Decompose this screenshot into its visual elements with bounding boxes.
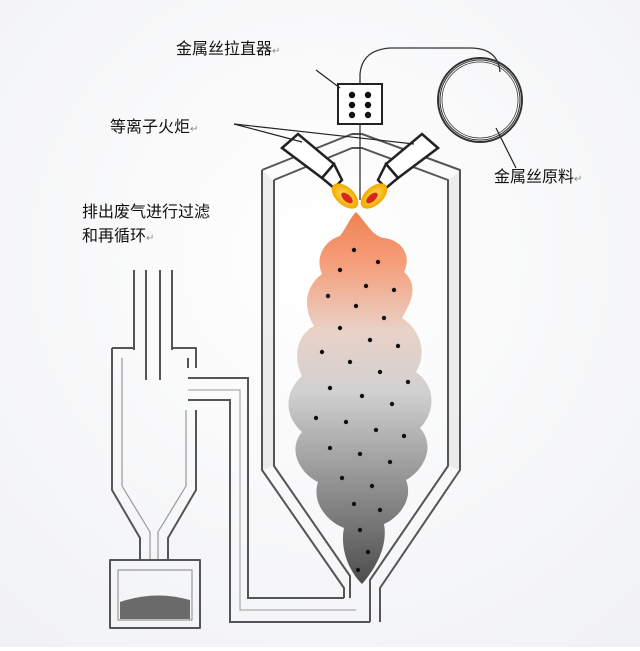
chamber-wall-fill bbox=[263, 171, 459, 470]
label-plasma-torch-text: 等离子火炬 bbox=[110, 117, 191, 136]
plasma-torch-right bbox=[376, 132, 440, 190]
label-wire-feedstock: 金属丝原料↵ bbox=[494, 165, 582, 192]
label-plasma-torch: 等离子火炬↵ bbox=[110, 115, 198, 142]
plasma-jets bbox=[331, 183, 388, 209]
plasma-torch-left bbox=[280, 132, 344, 190]
spray-plume bbox=[288, 212, 432, 584]
return-mark: ↵ bbox=[574, 174, 583, 185]
wire-straightener bbox=[337, 83, 383, 125]
return-mark: ↵ bbox=[272, 46, 281, 57]
transfer-duct bbox=[188, 377, 370, 623]
label-exhaust: 排出废气进行过滤 和再循环↵ bbox=[82, 200, 210, 251]
wire-feedstock-coil bbox=[437, 57, 523, 143]
leader-lines bbox=[233, 69, 517, 169]
collected-powder bbox=[120, 595, 190, 619]
return-mark: ↵ bbox=[190, 124, 199, 135]
metal-particles bbox=[313, 247, 411, 573]
label-exhaust-line2: 和再循环 bbox=[82, 226, 147, 245]
return-mark: ↵ bbox=[146, 233, 155, 244]
atomization-chamber bbox=[261, 133, 461, 622]
label-wire-straightener-text: 金属丝拉直器 bbox=[176, 39, 273, 58]
label-exhaust-line1: 排出废气进行过滤 bbox=[82, 202, 211, 221]
label-wire-feedstock-text: 金属丝原料 bbox=[494, 167, 575, 186]
metal-wire bbox=[359, 47, 501, 200]
label-wire-straightener: 金属丝拉直器↵ bbox=[176, 37, 280, 64]
cyclone-separator bbox=[109, 270, 201, 629]
